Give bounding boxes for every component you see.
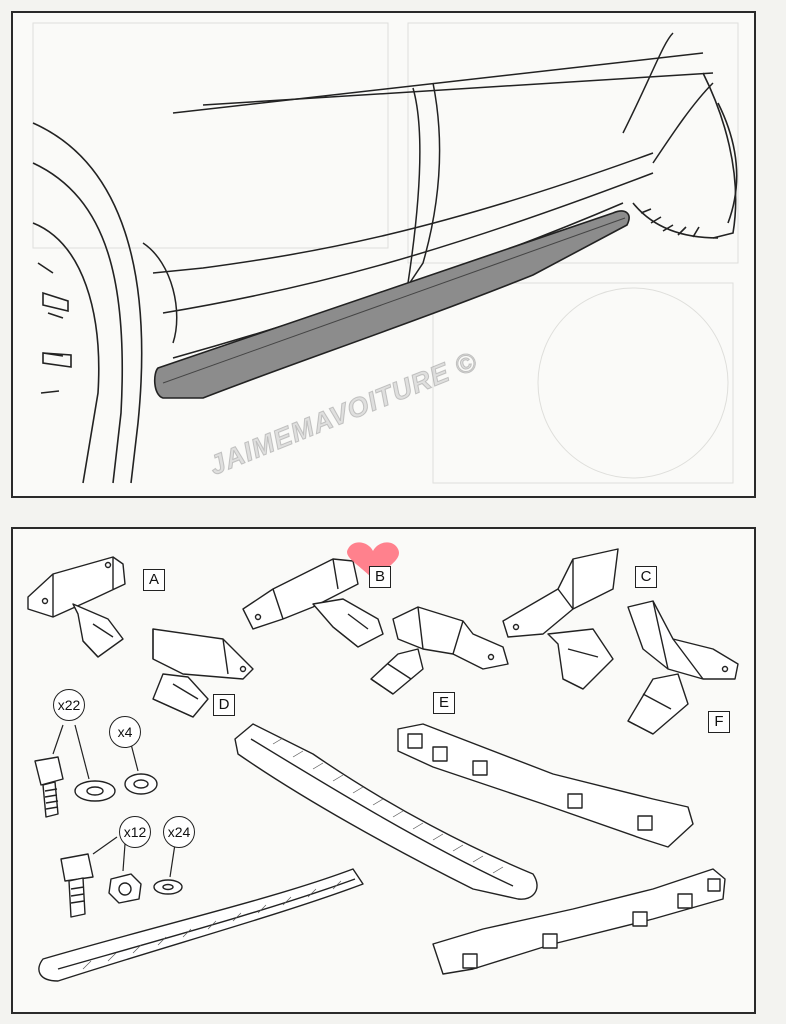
bracket-d-drawing <box>152 628 254 718</box>
car-side-illustration <box>32 22 739 484</box>
label-a: A <box>143 569 165 591</box>
running-board-part-lower <box>38 868 364 982</box>
mounting-rail-lower <box>432 868 726 975</box>
bracket-b-drawing <box>242 558 384 648</box>
bracket-c-drawing <box>502 548 619 690</box>
qty-short-bolt: x12 <box>119 816 151 848</box>
label-d: D <box>213 694 235 716</box>
qty-long-bolt: x22 <box>53 689 85 721</box>
label-b: B <box>369 566 391 588</box>
qty-spacer: x4 <box>109 716 141 748</box>
label-f: F <box>708 711 730 733</box>
parts-illustration <box>27 542 739 982</box>
installed-view-panel <box>11 11 756 498</box>
parts-list-panel: A B C D E F x22 x4 x12 x24 <box>11 527 756 1014</box>
heart-sticker <box>347 542 399 579</box>
bracket-a-drawing <box>27 556 126 658</box>
label-c: C <box>635 566 657 588</box>
short-bolt-drawing <box>60 853 94 918</box>
qty-washer: x24 <box>163 816 195 848</box>
bracket-e-drawing <box>370 606 509 695</box>
label-e: E <box>433 692 455 714</box>
rear-wheel-drawing <box>632 72 738 239</box>
long-bolt-drawing <box>34 756 64 818</box>
front-wheel-drawing <box>32 122 143 484</box>
mounting-rail-upper <box>397 723 694 848</box>
bracket-f-drawing <box>627 600 739 735</box>
running-board-installed <box>153 210 630 399</box>
running-board-part-upper <box>234 723 538 900</box>
